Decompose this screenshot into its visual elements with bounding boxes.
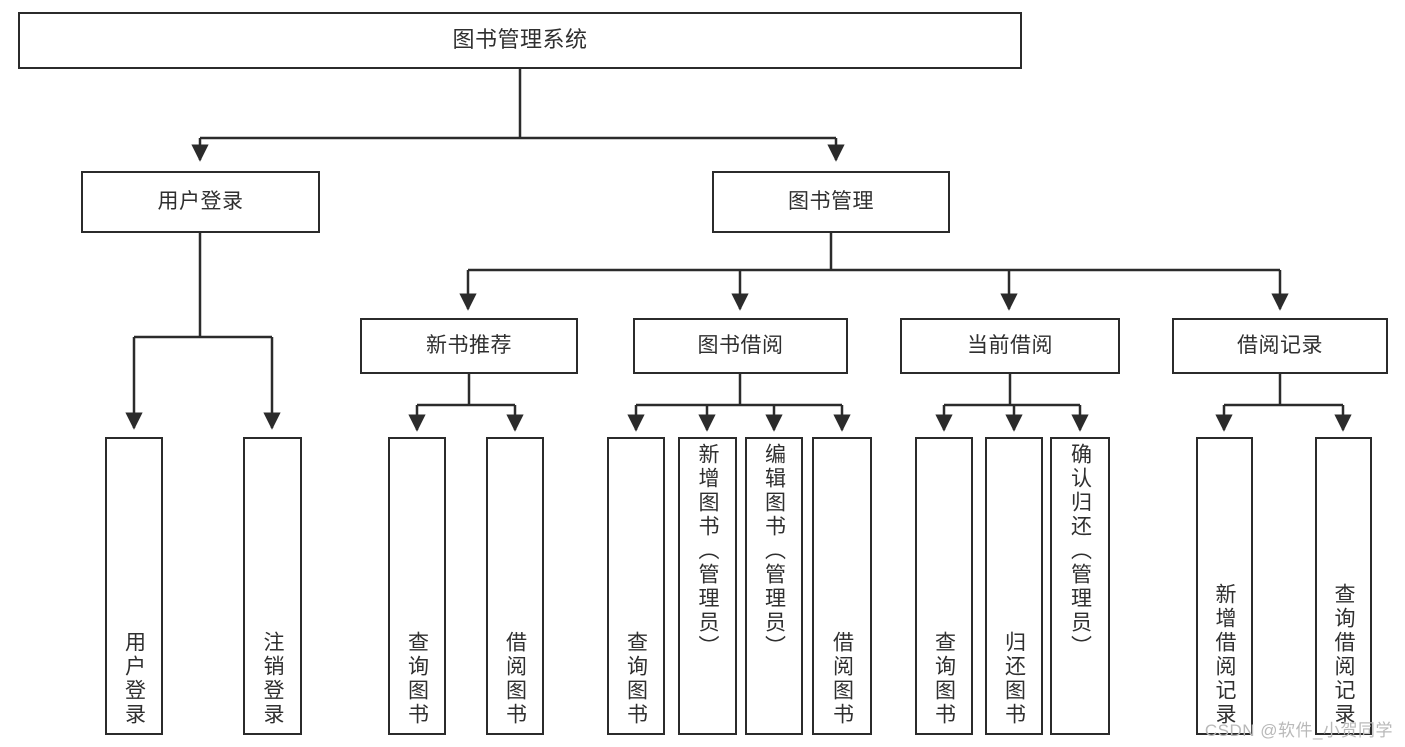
node-leaf-add-book-label: 新增图书（管理员） bbox=[696, 443, 719, 659]
node-book-borrow[interactable]: 图书借阅 bbox=[633, 318, 848, 374]
node-new-book-recommend[interactable]: 新书推荐 bbox=[360, 318, 578, 374]
node-book-manage[interactable]: 图书管理 bbox=[712, 171, 950, 233]
node-new-book-recommend-label: 新书推荐 bbox=[426, 334, 512, 358]
node-current-borrow[interactable]: 当前借阅 bbox=[900, 318, 1120, 374]
node-leaf-confirm-return-label: 确认归还（管理员） bbox=[1068, 443, 1092, 659]
node-leaf-user-login[interactable]: 用户登录 bbox=[105, 437, 163, 735]
node-leaf-query-borrow-record-label: 查询借阅记录 bbox=[1332, 583, 1355, 727]
node-leaf-query-book-3-label: 查询图书 bbox=[932, 631, 956, 727]
node-leaf-query-book-3[interactable]: 查询图书 bbox=[915, 437, 973, 735]
node-leaf-query-book-1[interactable]: 查询图书 bbox=[388, 437, 446, 735]
node-user-login[interactable]: 用户登录 bbox=[81, 171, 320, 233]
node-leaf-borrow-book-2-label: 借阅图书 bbox=[830, 631, 854, 727]
node-user-login-label: 用户登录 bbox=[157, 190, 244, 214]
node-leaf-query-book-2[interactable]: 查询图书 bbox=[607, 437, 665, 735]
node-leaf-add-book[interactable]: 新增图书（管理员） bbox=[678, 437, 737, 735]
node-leaf-query-borrow-record[interactable]: 查询借阅记录 bbox=[1315, 437, 1372, 735]
node-current-borrow-label: 当前借阅 bbox=[967, 334, 1053, 358]
node-root[interactable]: 图书管理系统 bbox=[18, 12, 1022, 69]
node-book-borrow-label: 图书借阅 bbox=[697, 334, 784, 358]
node-root-label: 图书管理系统 bbox=[452, 27, 588, 53]
node-leaf-query-book-2-label: 查询图书 bbox=[624, 631, 648, 727]
node-borrow-record[interactable]: 借阅记录 bbox=[1172, 318, 1388, 374]
node-leaf-borrow-book-2[interactable]: 借阅图书 bbox=[812, 437, 872, 735]
node-leaf-return-book[interactable]: 归还图书 bbox=[985, 437, 1043, 735]
node-leaf-borrow-book-1-label: 借阅图书 bbox=[503, 631, 527, 727]
node-borrow-record-label: 借阅记录 bbox=[1237, 334, 1323, 358]
node-leaf-edit-book[interactable]: 编辑图书（管理员） bbox=[745, 437, 803, 735]
node-leaf-logout-label: 注销登录 bbox=[261, 631, 284, 727]
node-leaf-logout[interactable]: 注销登录 bbox=[243, 437, 302, 735]
node-leaf-return-book-label: 归还图书 bbox=[1002, 631, 1026, 727]
node-book-manage-label: 图书管理 bbox=[788, 190, 874, 214]
watermark: CSDN @软件_小贺同学 bbox=[1204, 721, 1393, 740]
node-leaf-query-book-1-label: 查询图书 bbox=[405, 631, 429, 727]
node-leaf-confirm-return[interactable]: 确认归还（管理员） bbox=[1050, 437, 1110, 735]
node-leaf-edit-book-label: 编辑图书（管理员） bbox=[762, 443, 786, 659]
node-leaf-user-login-label: 用户登录 bbox=[122, 631, 146, 727]
node-leaf-add-borrow-record-label: 新增借阅记录 bbox=[1213, 583, 1236, 727]
node-leaf-borrow-book-1[interactable]: 借阅图书 bbox=[486, 437, 544, 735]
node-leaf-add-borrow-record[interactable]: 新增借阅记录 bbox=[1196, 437, 1253, 735]
